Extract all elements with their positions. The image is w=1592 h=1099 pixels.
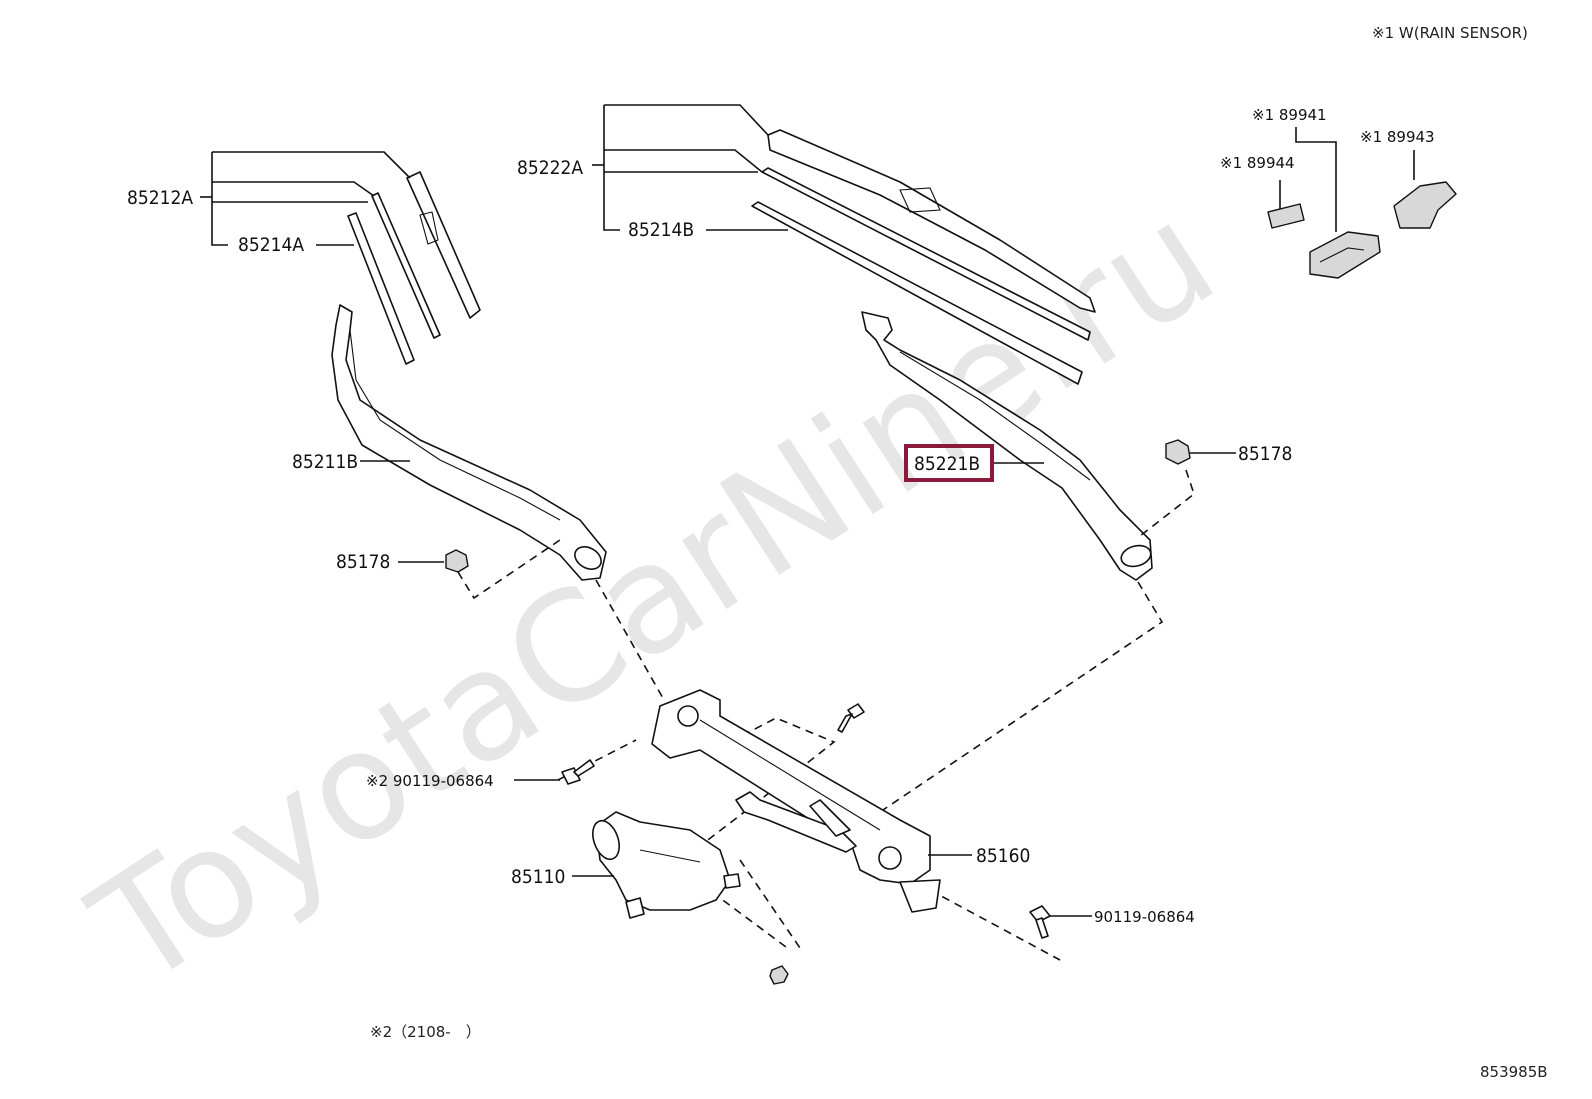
bolt-90119-left	[514, 759, 595, 785]
note-date-range: ※2（2108- ）	[370, 1023, 481, 1041]
nut-85178-right	[1139, 439, 1236, 537]
part-label-85160[interactable]: 85160	[976, 845, 1030, 867]
part-label-89941[interactable]: ※1 89941	[1252, 106, 1327, 124]
right-wiper-blade	[751, 129, 1096, 385]
right-wiper-arm	[861, 311, 1153, 581]
note-rain-sensor: ※1 W(RAIN SENSOR)	[1372, 24, 1528, 42]
bolt-90119-right	[1029, 905, 1092, 939]
rain-sensor-parts	[1267, 127, 1457, 279]
nut-motor	[769, 965, 789, 985]
part-label-85211B[interactable]: 85211B	[292, 451, 358, 473]
part-label-90119-right[interactable]: 90119-06864	[1094, 908, 1195, 926]
left-wiper-arm	[331, 304, 607, 581]
assembly-dash-lines	[557, 579, 1164, 961]
part-label-85212A[interactable]: 85212A	[127, 187, 193, 209]
bolt-upper	[837, 703, 865, 733]
part-label-85214A[interactable]: 85214A	[238, 234, 304, 256]
bracket-85222A	[592, 104, 788, 231]
part-label-85221B[interactable]: 85221B	[914, 453, 980, 475]
bracket-85212A	[200, 151, 411, 246]
part-label-85178-left[interactable]: 85178	[336, 551, 390, 573]
part-label-85222A[interactable]: 85222A	[517, 157, 583, 179]
part-label-90119-left[interactable]: ※2 90119-06864	[366, 772, 494, 790]
part-label-89943[interactable]: ※1 89943	[1360, 128, 1435, 146]
part-label-85110[interactable]: 85110	[511, 866, 565, 888]
left-wiper-blade	[347, 171, 481, 365]
nut-85178-left	[398, 539, 561, 600]
part-label-85178-right[interactable]: 85178	[1238, 443, 1292, 465]
part-label-85214B[interactable]: 85214B	[628, 219, 694, 241]
wiper-motor-85110	[572, 811, 741, 919]
wiper-link-85160	[651, 689, 972, 913]
highlight-85221B	[904, 444, 994, 482]
part-label-89944[interactable]: ※1 89944	[1220, 154, 1295, 172]
diagram-code: 853985B	[1480, 1063, 1548, 1081]
